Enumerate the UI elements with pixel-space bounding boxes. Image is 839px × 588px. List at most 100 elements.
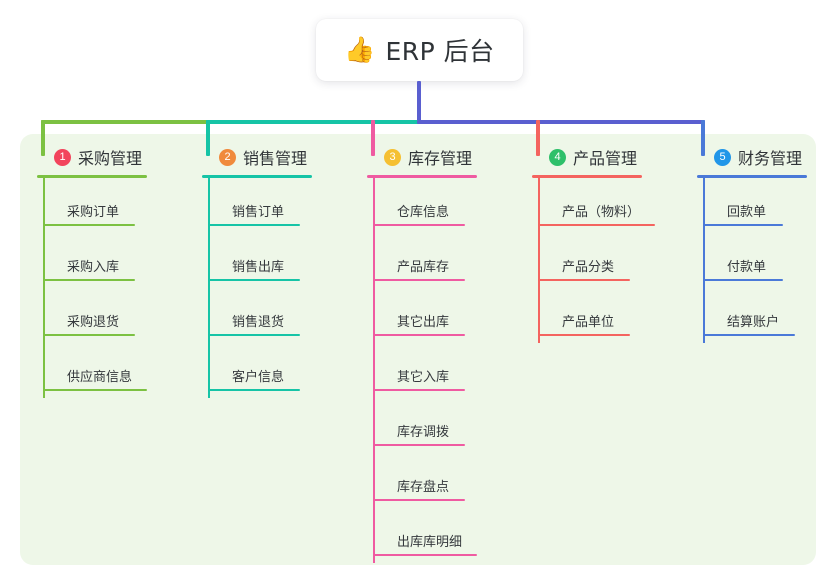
column-badge-4: 4 [549,148,566,166]
drop-line-2 [206,120,210,156]
list-item[interactable]: 销售出库 [208,233,352,288]
column-badge-1: 1 [54,148,71,166]
drop-line-3 [371,120,375,156]
list-item[interactable]: 产品（物料） [538,178,682,233]
column-items-3: 仓库信息产品库存其它出库其它入库库存调拨库存盘点出库库明细 [367,178,517,563]
list-item-label: 其它出库 [397,315,450,330]
list-item-label: 销售出库 [232,260,285,275]
column-header-rule-5 [697,175,807,178]
column-badge-3: 3 [384,148,401,166]
list-item-label: 回款单 [727,205,767,220]
list-item-label: 客户信息 [232,370,285,385]
root-stem [417,81,421,124]
list-item[interactable]: 采购退货 [43,288,187,343]
list-item-label: 采购订单 [67,205,120,220]
list-item-rule [43,224,135,226]
list-item[interactable]: 采购入库 [43,233,187,288]
list-item-label: 结算账户 [727,315,780,330]
list-item-rule [703,279,783,281]
list-item[interactable]: 结算账户 [703,288,837,343]
column-title-1: 采购管理 [78,149,143,168]
column-3: 3 库存管理仓库信息产品库存其它出库其它入库库存调拨库存盘点出库库明细 [367,145,517,563]
column-1: 1 采购管理采购订单采购入库采购退货供应商信息 [37,145,187,398]
column-spine-2 [208,178,210,398]
list-item-rule [43,389,147,391]
list-item[interactable]: 客户信息 [208,343,352,398]
list-item[interactable]: 回款单 [703,178,837,233]
column-header-rule-3 [367,175,477,178]
list-item-label: 产品（物料） [562,205,641,220]
drop-line-1 [41,120,45,156]
list-item[interactable]: 库存盘点 [373,453,517,508]
list-item-rule [538,224,655,226]
list-item[interactable]: 采购订单 [43,178,187,233]
list-item-rule [373,499,465,501]
column-title-3: 库存管理 [408,149,473,168]
column-4: 4 产品管理产品（物料） 产品分类产品单位 [532,145,682,343]
column-spine-3 [373,178,375,563]
list-item-label: 供应商信息 [67,370,133,385]
column-badge-5: 5 [714,148,731,166]
column-header-rule-2 [202,175,312,178]
column-header-4[interactable]: 4 产品管理 [532,145,682,169]
list-item-rule [373,224,465,226]
list-item-label: 销售订单 [232,205,285,220]
list-item-label: 产品单位 [562,315,615,330]
list-item-label: 产品分类 [562,260,615,275]
list-item-label: 其它入库 [397,370,450,385]
list-item[interactable]: 付款单 [703,233,837,288]
list-item-rule [373,334,465,336]
list-item-rule [703,224,783,226]
list-item-rule [373,279,465,281]
column-header-5[interactable]: 5 财务管理 [697,145,837,169]
column-spine-4 [538,178,540,343]
list-item-label: 销售退货 [232,315,285,330]
list-item[interactable]: 仓库信息 [373,178,517,233]
list-item-label: 付款单 [727,260,767,275]
list-item-label: 产品库存 [397,260,450,275]
list-item[interactable]: 产品库存 [373,233,517,288]
column-items-5: 回款单付款单结算账户 [697,178,837,343]
column-title-4: 产品管理 [573,149,638,168]
column-header-3[interactable]: 3 库存管理 [367,145,517,169]
list-item-rule [43,279,135,281]
root-title: ERP 后台 [385,37,495,66]
list-item[interactable]: 出库库明细 [373,508,517,563]
thumbs-up-icon: 👍 [344,34,376,64]
list-item[interactable]: 销售退货 [208,288,352,343]
list-item-rule [43,334,135,336]
column-title-2: 销售管理 [243,149,308,168]
bus-segment-left [41,120,210,124]
list-item[interactable]: 库存调拨 [373,398,517,453]
root-node[interactable]: 👍 ERP 后台 [316,19,523,81]
list-item-rule [538,279,630,281]
list-item-rule [703,334,795,336]
column-items-2: 销售订单销售出库销售退货客户信息 [202,178,352,398]
list-item[interactable]: 产品分类 [538,233,682,288]
list-item-label: 采购退货 [67,315,120,330]
column-items-4: 产品（物料） 产品分类产品单位 [532,178,682,343]
column-title-5: 财务管理 [738,149,803,168]
list-item[interactable]: 其它出库 [373,288,517,343]
column-header-rule-1 [37,175,147,178]
list-item[interactable]: 产品单位 [538,288,682,343]
list-item[interactable]: 其它入库 [373,343,517,398]
column-items-1: 采购订单采购入库采购退货供应商信息 [37,178,187,398]
list-item-rule [373,554,477,556]
list-item-rule [373,389,465,391]
list-item-label: 库存调拨 [397,425,450,440]
list-item-rule [373,444,465,446]
column-header-1[interactable]: 1 采购管理 [37,145,187,169]
list-item-rule [208,334,300,336]
list-item-label: 库存盘点 [397,480,450,495]
list-item-label: 仓库信息 [397,205,450,220]
list-item-rule [208,279,300,281]
drop-line-4 [536,120,540,156]
column-5: 5 财务管理回款单付款单结算账户 [697,145,837,343]
list-item-label: 出库库明细 [397,535,463,550]
list-item[interactable]: 销售订单 [208,178,352,233]
list-item[interactable]: 供应商信息 [43,343,187,398]
diagram-panel [20,134,816,565]
